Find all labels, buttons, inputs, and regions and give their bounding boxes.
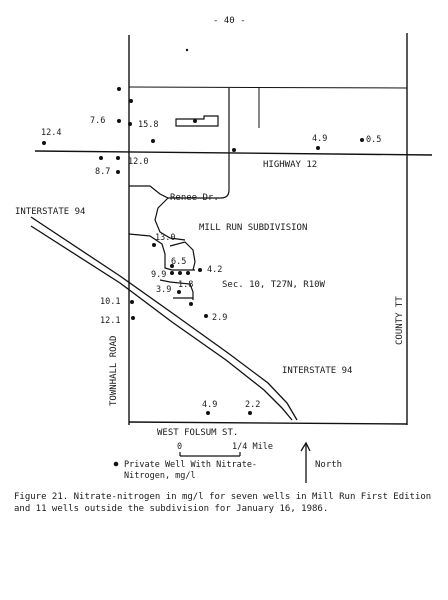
well-value-4-9-south: 4.9 [202,400,217,410]
well-value-9-9: 9.9 [151,270,166,280]
well-value-10-1: 10.1 [100,297,120,307]
well-value-12-0: 12.0 [128,157,148,167]
well-dot [117,87,121,91]
renee-dr-label: Renee Dr. [170,193,219,203]
well-value-1-8: 1.8 [178,280,193,290]
figure-caption: Figure 21. Nitrate-nitrogen in mg/l for … [14,492,432,514]
legend-line-1: Private Well With Nitrate- [124,460,257,470]
well-dot [116,156,120,160]
well-value-8-7: 8.7 [95,167,110,177]
well-value-15-8: 15.8 [138,120,158,130]
well-dot [128,122,132,126]
scale-zero: 0 [177,442,182,452]
well-dot [193,119,197,123]
legend-well-dot [113,461,119,467]
highway-12-line [34,150,433,156]
subdivision-east-road [185,88,230,199]
north-label: North [315,460,342,470]
well-dot [232,148,236,152]
well-dot [170,264,174,268]
subdivision-road-b [128,233,195,271]
scale-distance: 1/4 Mile [232,442,273,452]
well-dot [152,243,156,247]
north-arrow: North [300,441,342,483]
legend-line-2: Nitrogen, mg/l [124,471,196,481]
well-dot [204,314,208,318]
well-dot [116,170,120,174]
building-outline [175,115,219,127]
interstate-94-label: INTERSTATE 94 [15,207,85,217]
well-dot [186,271,190,275]
west-folsum-st-line [128,421,408,425]
well-dot [198,268,202,272]
cul-de-sac [169,241,196,271]
north-arrow-head [300,441,311,452]
interstate-94-north-lane [30,216,298,421]
section-label: Sec. 10, T27N, R10W [222,280,326,290]
well-value-3-9: 3.9 [156,285,171,295]
well-value-2-9: 2.9 [212,313,227,323]
interstate-94-south-lane [30,225,293,421]
well-dot [170,271,174,275]
well-dot [99,156,103,160]
county-tt-label: COUNTY TT [395,296,405,345]
interstate-94-label-lower: INTERSTATE 94 [282,366,352,376]
subdivision-road-c [159,279,194,300]
well-value-4-2: 4.2 [207,265,222,275]
well-dot [130,300,134,304]
north-parcel-line [128,86,408,89]
well-dot [151,139,155,143]
well-dot [131,316,135,320]
well-dot [178,271,182,275]
well-value-12-4: 12.4 [41,128,61,138]
well-value-2-2: 2.2 [245,400,260,410]
page-number: - 40 - [213,16,246,26]
well-dot [117,119,121,123]
well-value-0-5: 0.5 [366,135,381,145]
mill-run-subdivision-label: MILL RUN SUBDIVISION [199,223,307,233]
scale-bar: 0 1/4 Mile [177,442,273,457]
well-dot [129,99,133,103]
legend: Private Well With Nitrate- Nitrogen, mg/… [113,460,257,481]
west-folsum-st-label: WEST FOLSUM ST. [157,428,238,438]
well-value-13-0: 13.0 [155,233,175,243]
well-value-6-5: 6.5 [171,257,186,267]
well-value-12-1: 12.1 [100,316,120,326]
well-dot [360,138,364,142]
well-dot [316,146,320,150]
highway-12-label: HIGHWAY 12 [263,160,317,170]
well-value-4-9-north: 4.9 [312,134,327,144]
well-dot [177,290,181,294]
well-value-7-6: 7.6 [90,116,105,126]
well-dot [42,141,46,145]
well-dot [189,302,193,306]
well-dot [206,411,210,415]
road-lines [30,33,433,425]
map-speck [185,48,189,52]
well-markers: 7.6 15.8 12.4 4.9 0.5 12.0 8.7 13.0 6.5 … [41,48,381,415]
townhall-road-label: TOWNHALL ROAD [109,336,119,406]
renee-dr-line [129,185,185,199]
subdivision-road-a [154,197,186,241]
well-dot [248,411,252,415]
